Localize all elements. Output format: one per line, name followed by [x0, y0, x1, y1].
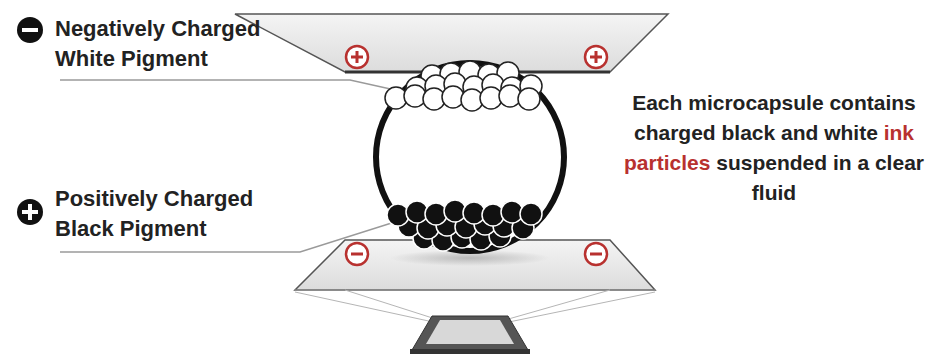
microcapsule: [376, 63, 564, 251]
positive-charge: [585, 46, 607, 68]
positive-charge: [346, 46, 368, 68]
ink-particle: [520, 203, 542, 225]
note-text: Each microcapsule contains charged black…: [632, 91, 916, 144]
negative-charge: [346, 243, 368, 265]
minus-icon: [17, 17, 43, 43]
plus-icon: [17, 199, 43, 225]
ink-particle: [518, 88, 540, 110]
description-note: Each microcapsule contains charged black…: [614, 88, 934, 208]
ink-particles: [385, 61, 542, 251]
leader-line: [60, 80, 440, 100]
note-text: suspended in a clear fluid: [716, 151, 924, 204]
negative-charge: [585, 243, 607, 265]
pigment-label: Positively Charged Black Pigment: [55, 184, 295, 244]
e-reader-device: [410, 316, 530, 354]
pigment-label: Negatively Charged White Pigment: [55, 14, 295, 74]
